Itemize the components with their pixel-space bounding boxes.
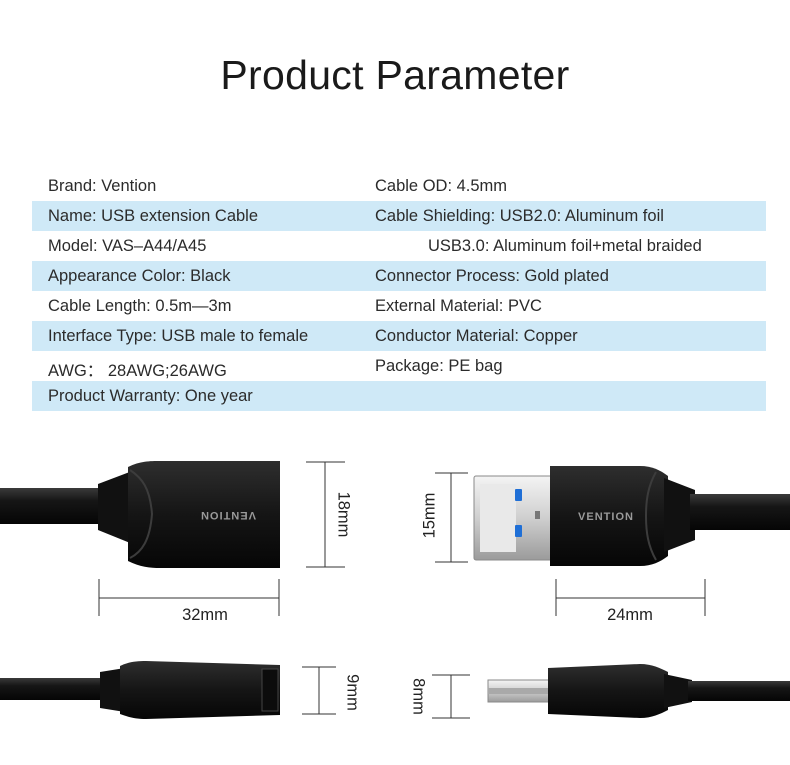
female-height-dimension [306,461,345,568]
param-package: Package: PE bag [375,357,503,375]
female-height-label: 18mm [334,491,353,538]
param-cable-shielding: Cable Shielding: USB2.0: Aluminum foil [375,207,664,225]
male-brand-logo: VENTION [578,511,634,523]
param-name: Name: USB extension Cable [48,207,259,225]
param-row: Cable Length: 0.5m—3m External Material:… [32,291,766,321]
female-body [128,461,280,568]
usb3-blue-insert-icon [515,525,522,537]
usb3-blue-insert-icon [515,489,522,501]
female-length-dimension [98,579,280,616]
param-warranty: Product Warranty: One year [48,387,253,405]
param-connector-process: Connector Process: Gold plated [375,267,609,285]
parameter-table: Brand: Vention Cable OD: 4.5mm Name: USB… [32,171,766,411]
param-color: Appearance Color: Black [48,267,231,285]
param-brand: Brand: Vention [48,177,157,195]
male-body [550,466,668,566]
female-connector-top-view: VENTION [0,461,280,568]
param-row: Interface Type: USB male to female Condu… [32,321,766,351]
param-row: Appearance Color: Black Connector Proces… [32,261,766,291]
female-strain-relief [98,470,135,545]
param-row: Brand: Vention Cable OD: 4.5mm [32,171,766,201]
male-length-label: 24mm [607,606,653,624]
param-cable-length: Cable Length: 0.5m—3m [48,297,232,315]
male-length-dimension [555,579,706,616]
param-external-material: External Material: PVC [375,297,542,315]
param-interface-type: Interface Type: USB male to female [48,327,309,345]
param-awg: AWG： 28AWG;26AWG [48,362,227,380]
male-strain-relief [664,478,695,552]
param-conductor-material: Conductor Material: Copper [375,327,578,345]
param-cable-od: Cable OD: 4.5mm [375,177,508,195]
param-row: Name: USB extension Cable Cable Shieldin… [32,201,766,231]
male-thickness-dimension [432,674,470,719]
female-thickness-dimension [302,666,336,715]
male-cable [690,494,790,530]
male-thickness-label: 8mm [409,678,428,715]
male-height-dimension [435,472,468,563]
param-row: Model: VAS–A44/A45 USB3.0: Aluminum foil… [32,231,766,261]
param-shielding-usb3: USB3.0: Aluminum foil+metal braided [428,237,702,255]
param-row: AWG： 28AWG;26AWG Package: PE bag [32,351,766,381]
female-thickness-label: 9mm [343,674,362,711]
female-cable [0,488,110,524]
param-model: Model: VAS–A44/A45 [48,237,207,255]
female-length-label: 32mm [182,606,228,624]
female-brand-logo: VENTION [200,509,256,521]
female-connector-side-view [0,661,280,719]
male-connector-top-view: VENTION [473,466,790,566]
male-connector-side-view [487,664,790,718]
page-title: Product Parameter [220,52,570,98]
param-row: Product Warranty: One year [32,381,766,411]
male-height-label: 15mm [420,492,439,539]
